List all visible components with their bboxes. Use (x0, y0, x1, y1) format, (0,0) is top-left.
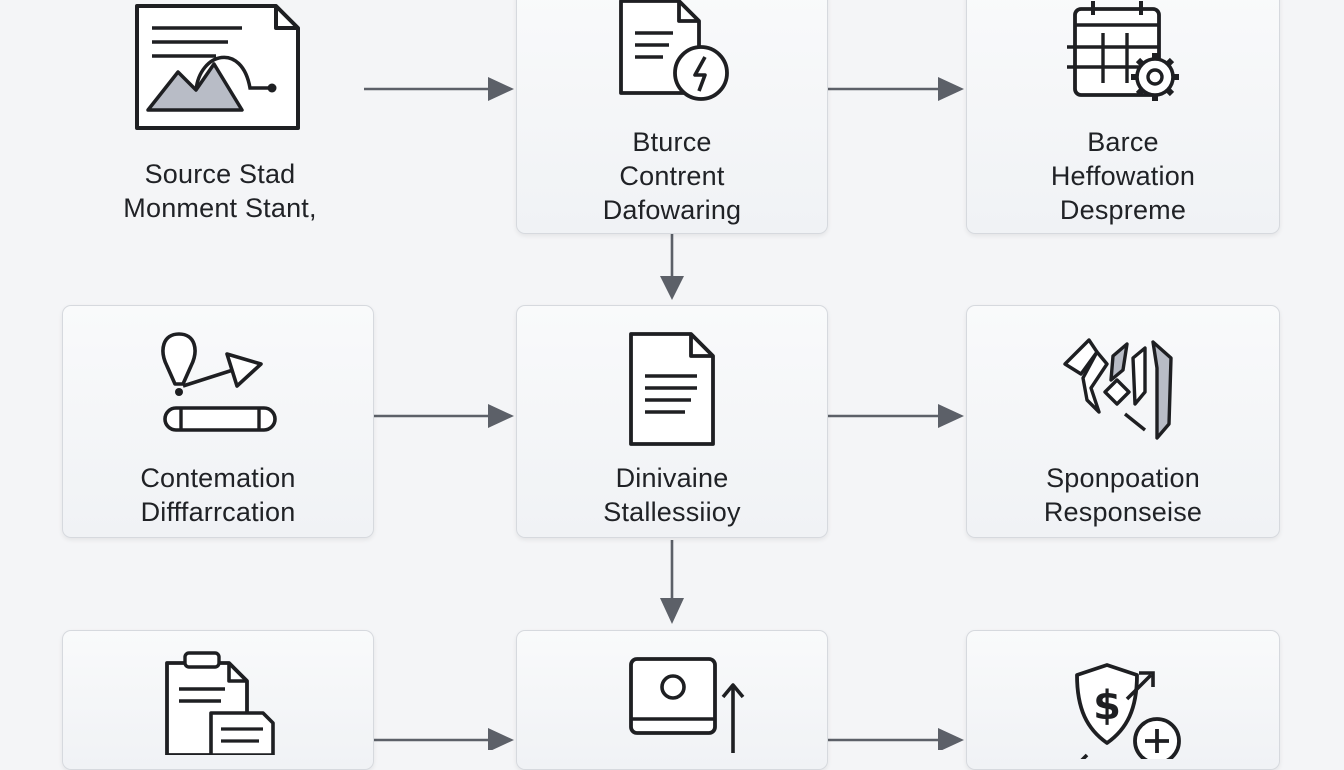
node-shield-card: $ (966, 630, 1280, 770)
node-label-line1: Dinivaine (615, 463, 729, 493)
node-label-line2: Responseise (1043, 497, 1203, 527)
calendar-gear-icon (1067, 1, 1179, 101)
node-label-line2: Stallessiioy (603, 497, 741, 527)
clipboard-documents-icon (165, 651, 275, 755)
connector-arrows (364, 77, 964, 750)
node-label-line3: Dafowaring (602, 195, 742, 225)
document-lightning-icon (619, 0, 729, 101)
node-label-line3: Despreme (1059, 195, 1187, 225)
flag-pipeline-icon (161, 332, 277, 432)
node-label-line2: Heffowation (1050, 161, 1196, 191)
node-sponpoation-card: Sponpoation Responseise (966, 305, 1280, 538)
node-label-line2: Difffarrcation (140, 497, 296, 527)
node-label-line1: Source Stad (144, 159, 296, 189)
node-label-line1: Contemation (140, 463, 296, 493)
node-label-line1: Barce (1087, 127, 1159, 157)
monitor-upload-icon (629, 657, 745, 753)
node-dinivaine-card: Dinivaine Stallessiioy (516, 305, 828, 538)
node-monitor-card (516, 630, 828, 770)
node-source-stad: Source Stad Monment Stant, (60, 0, 380, 240)
node-label-line1: Btu​rce (632, 127, 712, 157)
angular-shapes-icon (1063, 338, 1173, 440)
node-content-card: Btu​rce Contrent Dafowaring (516, 0, 828, 234)
svg-text:$: $ (1093, 683, 1121, 729)
node-label-line2: Monment Stant, (123, 193, 317, 223)
shield-dollar-plus-icon: $ (1075, 663, 1181, 759)
image-document-icon (135, 4, 300, 130)
node-contemation-card: Contemation Difffarrcation (62, 305, 374, 538)
node-clipboard-card (62, 630, 374, 770)
node-label-line1: Sponpoation (1046, 463, 1200, 493)
node-barce-card: Barce Heffowation Despreme (966, 0, 1280, 234)
document-icon (629, 332, 715, 446)
node-label-line2: Contrent (619, 161, 725, 191)
